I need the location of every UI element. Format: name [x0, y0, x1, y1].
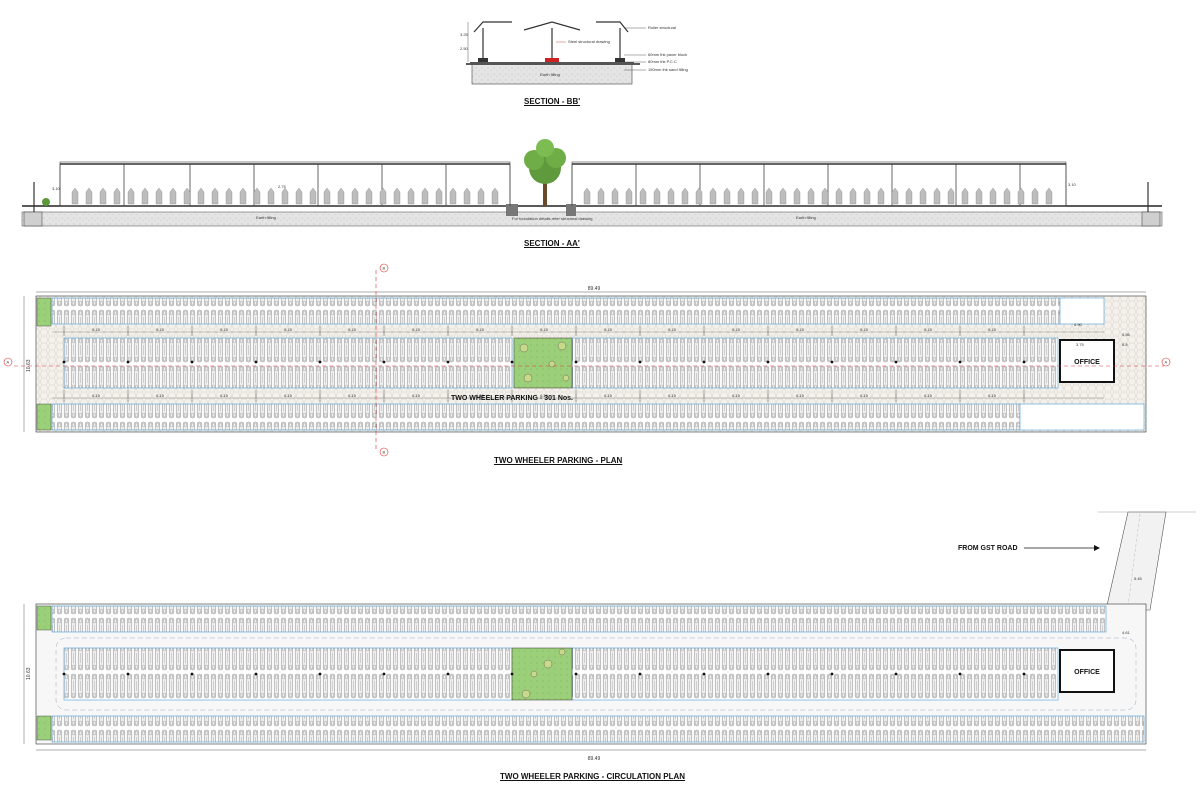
svg-text:6.15: 6.15: [156, 327, 165, 332]
plan-end-dim-1: 5.90: [1074, 322, 1083, 327]
svg-text:6.15: 6.15: [988, 327, 997, 332]
svg-text:6.15: 6.15: [796, 393, 805, 398]
plan-columns: [62, 326, 1026, 402]
svg-text:6.15: 6.15: [604, 327, 613, 332]
svg-text:6.15: 6.15: [348, 327, 357, 332]
svg-text:6.15: 6.15: [924, 393, 933, 398]
section-bb-title: SECTION - BB': [524, 97, 581, 106]
bb-note-5: 150mm thk sand filling: [648, 67, 688, 72]
svg-text:A: A: [7, 360, 10, 365]
section-mark-b-top: B: [379, 263, 389, 273]
bb-note-1: Roller structural: [648, 25, 676, 30]
circulation-overall-width: 10.63: [26, 667, 32, 680]
circulation-office-label: OFFICE: [1074, 669, 1100, 676]
svg-text:6.15: 6.15: [156, 393, 165, 398]
plan-end-dim-4: 8.8: [1122, 342, 1128, 347]
svg-text:B: B: [383, 450, 386, 455]
svg-text:6.15: 6.15: [284, 327, 293, 332]
plan-overall-length: 89.49: [588, 286, 601, 292]
svg-text:6.15: 6.15: [476, 327, 485, 332]
svg-text:6.15: 6.15: [284, 393, 293, 398]
aa-earth-right: Earth filling: [796, 215, 816, 220]
svg-text:6.15: 6.15: [412, 393, 421, 398]
circulation-columns: [62, 672, 1026, 676]
circulation-drawing: [23, 511, 1196, 751]
bb-note-3: 60mm thk paver block: [648, 52, 687, 57]
aa-dim-2: 2.75: [278, 184, 287, 189]
svg-text:6.15: 6.15: [860, 327, 869, 332]
svg-text:A: A: [1165, 360, 1168, 365]
svg-text:B: B: [383, 266, 386, 271]
section-bb-drawing: [466, 21, 646, 85]
svg-text:6.15: 6.15: [860, 393, 869, 398]
svg-text:6.15: 6.15: [540, 327, 549, 332]
circulation-gap-dim: 4.61: [1122, 630, 1131, 635]
bb-note-4: 80mm thk P.C.C: [648, 59, 677, 64]
bb-dim-2: 2.50: [460, 46, 469, 51]
bb-note-2: Steel structural drawing: [568, 39, 610, 44]
plan-bay-dims: 6.15 6.15 6.15 6.15 6.15 6.15 6.15 6.15 6.15 6.15…: [92, 327, 997, 398]
section-mark-a-left: A: [3, 357, 13, 367]
section-aa-title: SECTION - AA': [524, 239, 580, 248]
svg-text:6.15: 6.15: [540, 393, 549, 398]
plan-center-label: TWO WHEELER PARKING - 301 Nos.: [451, 395, 573, 402]
plan-end-dim-2: 5.56: [1122, 332, 1131, 337]
svg-text:6.15: 6.15: [988, 393, 997, 398]
svg-text:6.15: 6.15: [348, 393, 357, 398]
svg-text:6.15: 6.15: [668, 393, 677, 398]
svg-text:6.15: 6.15: [220, 393, 229, 398]
bb-earth-label: Earth filling: [540, 72, 560, 77]
section-aa-columns: [59, 164, 1067, 206]
section-mark-a-right: A: [1161, 357, 1171, 367]
svg-text:6.15: 6.15: [92, 327, 101, 332]
svg-text:6.15: 6.15: [220, 327, 229, 332]
tree-illustration: [524, 139, 566, 206]
aa-dim-3: 3.10: [1068, 182, 1077, 187]
road-label: FROM GST ROAD: [958, 545, 1018, 552]
section-mark-b-bottom: B: [379, 447, 389, 457]
svg-text:6.15: 6.15: [796, 327, 805, 332]
circulation-entry-dim: 5.45: [1134, 576, 1143, 581]
svg-text:6.15: 6.15: [732, 327, 741, 332]
svg-text:6.15: 6.15: [476, 393, 485, 398]
plan-title: TWO WHEELER PARKING - PLAN: [494, 456, 623, 465]
aa-foundation-note: For foundation details refer structural …: [512, 216, 592, 221]
bb-dim-1: 3.25: [460, 32, 469, 37]
svg-text:6.15: 6.15: [92, 393, 101, 398]
plan-end-dim-3: 3.75: [1076, 342, 1085, 347]
aa-dim-1: 3.10: [52, 186, 61, 191]
svg-text:6.15: 6.15: [732, 393, 741, 398]
plan-office-label: OFFICE: [1074, 359, 1100, 366]
svg-text:6.15: 6.15: [668, 327, 677, 332]
plan-overall-width: 10.63: [26, 359, 32, 372]
circulation-overall-length: 89.49: [588, 756, 601, 762]
svg-text:6.15: 6.15: [604, 393, 613, 398]
svg-text:6.15: 6.15: [924, 327, 933, 332]
svg-text:6.15: 6.15: [412, 327, 421, 332]
aa-earth-left: Earth filling: [256, 215, 276, 220]
circulation-title: TWO WHEELER PARKING - CIRCULATION PLAN: [500, 772, 686, 781]
plan-drawing: [14, 270, 1164, 452]
section-aa-bikes: [71, 187, 1053, 205]
